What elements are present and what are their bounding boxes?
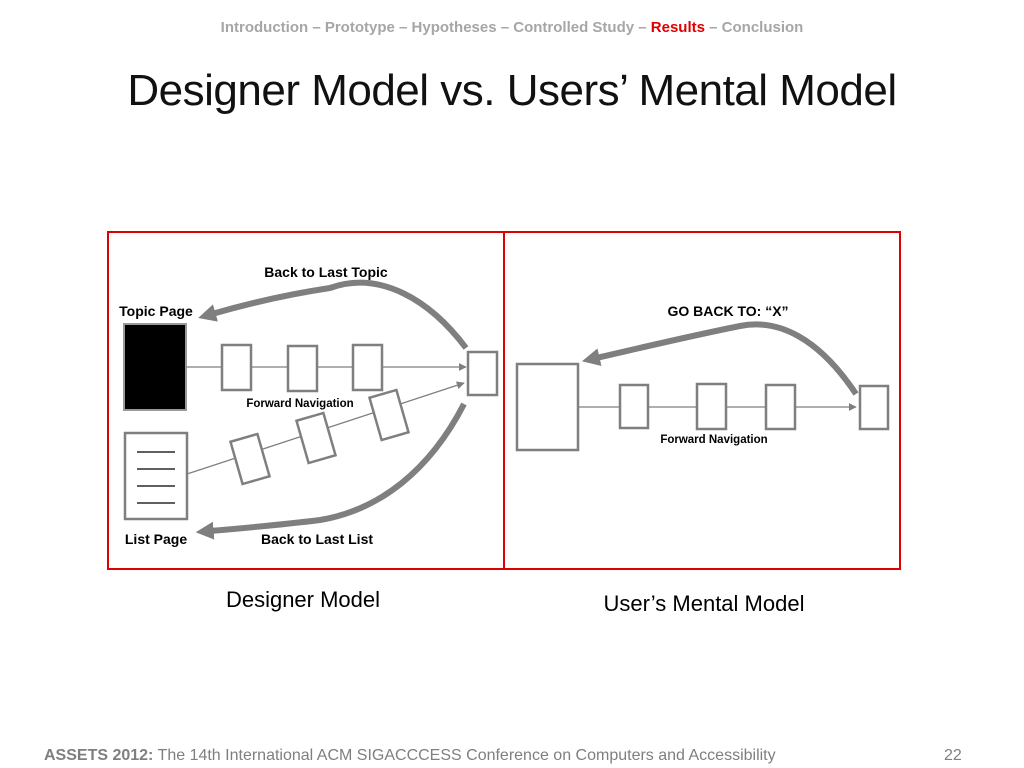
designer-model-caption: Designer Model: [226, 587, 380, 612]
nav-item-conclusion[interactable]: Conclusion: [721, 19, 804, 36]
user-row-page-3: [764, 383, 797, 431]
list-row-page-1: [228, 432, 272, 486]
user-row-page-1: [618, 383, 650, 430]
nav-item-hypotheses[interactable]: Hypotheses: [411, 19, 497, 36]
designer-forward-navigation-label: Forward Navigation: [246, 398, 353, 410]
user-destination-page: [858, 384, 890, 431]
go-back-to-x-label: GO BACK TO: “X”: [667, 303, 788, 319]
section-navigation: Introduction – Prototype – Hypotheses – …: [220, 19, 804, 36]
list-row-page-2: [294, 411, 338, 465]
back-to-list-arrow: [195, 402, 467, 540]
designer-destination-page: [466, 350, 499, 397]
nav-item-prototype[interactable]: Prototype: [324, 19, 395, 36]
list-page-label: List Page: [125, 531, 187, 547]
user-row-page-2: [695, 382, 728, 431]
user-mental-model-caption: User’s Mental Model: [604, 591, 805, 616]
back-to-topic-arrow: [198, 279, 469, 350]
topic-row-page-1: [220, 343, 253, 392]
nav-item-introduction[interactable]: Introduction: [220, 19, 309, 36]
go-back-arrow: [581, 321, 859, 396]
user-start-page: [515, 362, 580, 452]
topic-page-label: Topic Page: [119, 303, 193, 319]
back-to-last-list-label: Back to Last List: [261, 531, 373, 547]
user-forward-navigation-label: Forward Navigation: [660, 434, 767, 446]
list-row-page-3: [367, 388, 411, 442]
topic-page-block: [123, 323, 187, 411]
user-model-frame: [503, 231, 901, 570]
list-page-block: [123, 431, 189, 521]
back-to-last-topic-label: Back to Last Topic: [264, 264, 388, 280]
topic-row-page-3: [351, 343, 384, 392]
footer-conference-name: ASSETS 2012:: [44, 747, 154, 764]
footer-conference: ASSETS 2012: The 14th International ACM …: [44, 747, 776, 765]
nav-item-results[interactable]: Results: [650, 19, 705, 36]
page-number: 22: [944, 747, 962, 764]
nav-item-controlled-study[interactable]: Controlled Study: [513, 19, 635, 36]
footer-conference-text: The 14th International ACM SIGACCCESS Co…: [153, 747, 776, 764]
slide-title: Designer Model vs. Users’ Mental Model: [127, 66, 897, 115]
topic-row-page-2: [286, 344, 319, 393]
